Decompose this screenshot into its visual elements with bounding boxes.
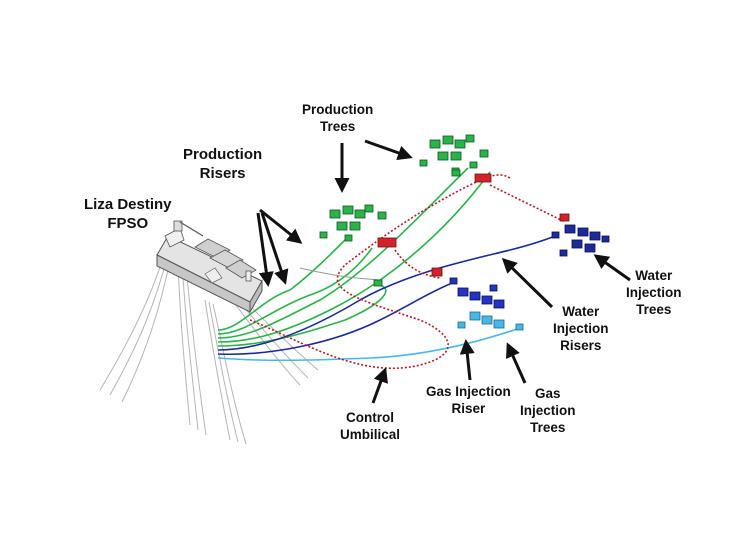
label-water-injection-risers-line3: Risers xyxy=(560,337,602,353)
label-water-injection-trees-line2: Injection xyxy=(626,284,682,300)
arrow-production-risers-1 xyxy=(259,208,303,244)
water-injection-riser-line xyxy=(217,235,556,351)
label-production-trees-line2: Trees xyxy=(319,118,356,134)
arrow-water-injection-trees xyxy=(593,254,631,282)
gas-injection-trees-lower xyxy=(457,311,524,331)
label-water-injection-risers: Water Injection Risers xyxy=(553,304,609,355)
callout-arrows xyxy=(256,139,631,404)
label-production-trees: Production Trees xyxy=(302,102,373,136)
label-production-risers-line1: Production xyxy=(183,146,263,163)
label-water-injection-trees-line1: Water xyxy=(635,268,673,283)
label-control-umbilical-line2: Umbilical xyxy=(340,426,401,442)
umbilical-termination-units xyxy=(377,173,570,277)
arrow-control-umbilical xyxy=(371,367,388,404)
label-gas-injection-riser-line1: Gas Injection xyxy=(426,384,511,399)
arrow-production-trees-upper xyxy=(364,139,413,161)
label-control-umbilical-line1: Control xyxy=(346,410,395,425)
label-water-injection-trees: Water Injection Trees xyxy=(626,268,682,319)
label-fpso-line1: Liza Destiny xyxy=(84,196,172,213)
label-gas-injection-trees: Gas Injection Trees xyxy=(520,386,576,437)
arrow-production-risers-2 xyxy=(260,212,289,285)
label-water-injection-trees-line3: Trees xyxy=(636,301,672,317)
label-production-risers: Production Risers xyxy=(183,146,262,184)
water-injection-riser-line-2 xyxy=(217,283,451,356)
fpso-vessel xyxy=(156,220,263,314)
label-production-risers-line2: Risers xyxy=(199,164,246,182)
jumper-line xyxy=(299,267,381,281)
production-trees-upper xyxy=(419,134,489,175)
label-fpso: Liza Destiny FPSO xyxy=(84,196,172,234)
gas-injection-trees-upper xyxy=(449,277,505,309)
label-gas-injection-riser: Gas Injection Riser xyxy=(426,384,511,418)
water-injection-trees xyxy=(551,224,610,257)
label-water-injection-risers-line2: Injection xyxy=(553,320,609,336)
label-water-injection-risers-line1: Water xyxy=(562,304,600,319)
label-gas-injection-riser-line2: Riser xyxy=(451,400,486,416)
production-trees-lower xyxy=(319,204,387,242)
arrow-gas-injection-trees xyxy=(506,342,527,384)
label-gas-injection-trees-line2: Injection xyxy=(520,402,576,418)
label-control-umbilical: Control Umbilical xyxy=(340,410,400,444)
production-flowlines xyxy=(217,167,491,347)
control-umbilical-line xyxy=(249,174,566,370)
arrow-water-injection-risers xyxy=(501,257,554,309)
label-gas-injection-trees-line3: Trees xyxy=(530,419,566,435)
arrow-production-risers-3 xyxy=(256,212,274,287)
production-manifolds xyxy=(373,169,461,287)
arrow-gas-injection-riser xyxy=(459,339,475,381)
label-production-trees-line1: Production xyxy=(302,102,374,117)
label-gas-injection-trees-line1: Gas xyxy=(534,386,561,401)
label-fpso-line2: FPSO xyxy=(107,214,149,232)
